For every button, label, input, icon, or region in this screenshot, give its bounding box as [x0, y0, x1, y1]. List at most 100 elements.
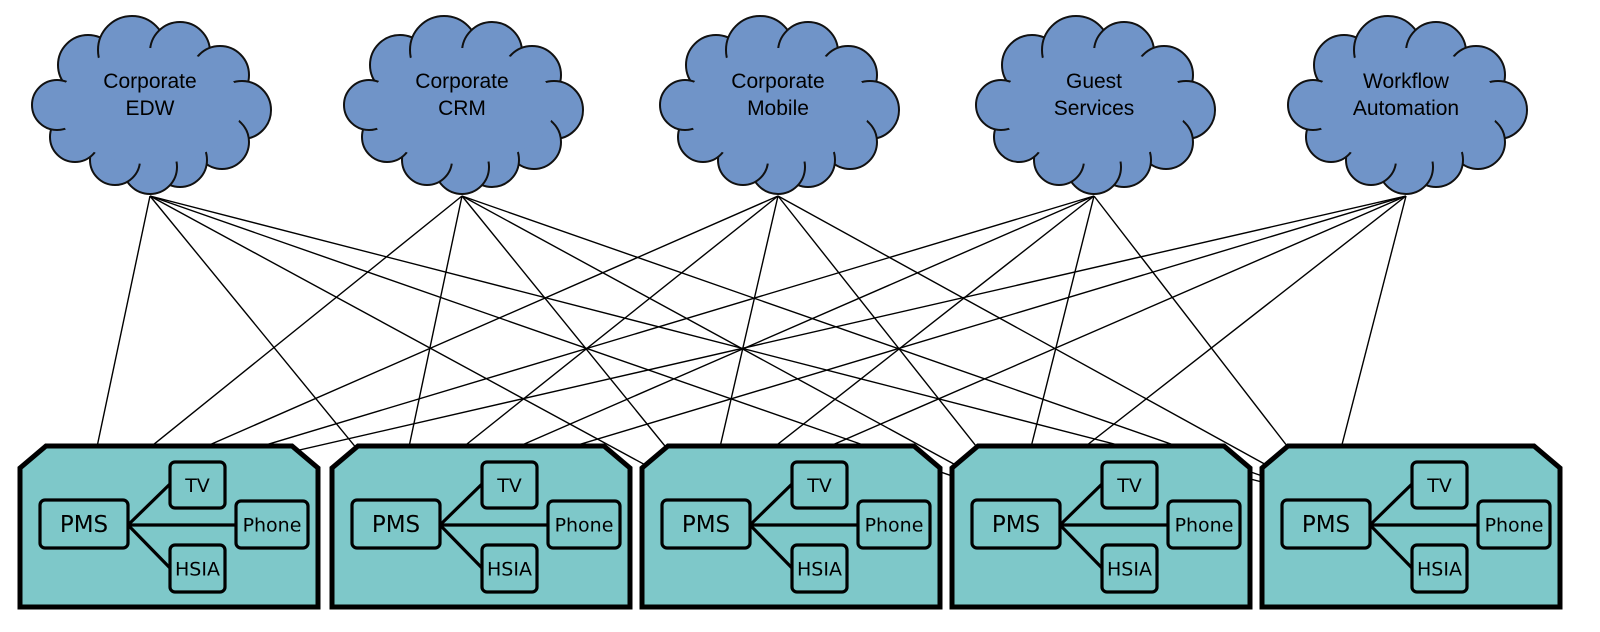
- cloud-label-line2: EDW: [126, 97, 175, 120]
- phone-node-box: [1166, 499, 1242, 550]
- hsia-node-box: [480, 543, 539, 594]
- pms-node-label: PMS: [60, 512, 108, 538]
- phone-node-label: Phone: [1175, 515, 1234, 537]
- cloud-label-line1: Corporate: [103, 70, 196, 93]
- tv-node: TV: [480, 460, 539, 510]
- hsia-node-label: HSIA: [1107, 559, 1152, 581]
- phone-node-label: Phone: [243, 515, 302, 537]
- pms-node-box: [1280, 498, 1372, 550]
- hsia-node-box: [1100, 543, 1159, 594]
- phone-node: Phone: [1476, 499, 1552, 550]
- cloud-body: [686, 48, 870, 164]
- cloud-label-line2: CRM: [438, 97, 486, 120]
- pms-node: PMS: [970, 498, 1062, 550]
- pms-node-label: PMS: [372, 512, 420, 538]
- cloud-label-line2: Mobile: [747, 97, 809, 120]
- pms-node: PMS: [350, 498, 442, 550]
- hsia-node: HSIA: [168, 543, 227, 594]
- tv-node-box: [480, 460, 539, 510]
- tv-node: TV: [790, 460, 849, 510]
- tv-node: TV: [1100, 460, 1159, 510]
- pms-hsia-link: [126, 523, 172, 570]
- pms-node-box: [970, 498, 1062, 550]
- pms-tv-link: [1368, 482, 1414, 527]
- connection-line: [85, 195, 1407, 500]
- hsia-node-label: HSIA: [175, 559, 220, 581]
- hsia-node-label: HSIA: [1417, 559, 1462, 581]
- pms-hsia-link: [748, 523, 794, 570]
- pms-node: PMS: [660, 498, 752, 550]
- pms-hsia-link: [1058, 523, 1104, 570]
- pms-node-label: PMS: [1302, 512, 1350, 538]
- phone-node-label: Phone: [1485, 515, 1544, 537]
- connection-line: [149, 195, 709, 500]
- tv-node-label: TV: [1116, 475, 1142, 497]
- tv-node-box: [790, 460, 849, 510]
- phone-node-box: [234, 499, 310, 550]
- phone-node: Phone: [856, 499, 932, 550]
- tv-node: TV: [168, 460, 227, 510]
- pms-hsia-link: [1368, 523, 1414, 570]
- phone-node-label: Phone: [865, 515, 924, 537]
- pms-hsia-link: [438, 523, 484, 570]
- phone-node: Phone: [546, 499, 622, 550]
- cloud-label-line1: Corporate: [415, 70, 508, 93]
- pms-node-label: PMS: [682, 512, 730, 538]
- hsia-node-label: HSIA: [487, 559, 532, 581]
- pms-tv-link: [126, 482, 172, 527]
- tv-node-label: TV: [1426, 475, 1452, 497]
- cloud-body: [1002, 48, 1186, 164]
- hsia-node: HSIA: [1100, 543, 1159, 594]
- cloud-label-line2: Services: [1054, 97, 1135, 120]
- pms-tv-link: [438, 482, 484, 527]
- cloud-label-line1: Corporate: [731, 70, 824, 93]
- pms-tv-link: [1058, 482, 1104, 527]
- phone-node: Phone: [234, 499, 310, 550]
- hsia-node-box: [1410, 543, 1469, 594]
- cloud-label-line2: Automation: [1353, 97, 1459, 120]
- hsia-node-label: HSIA: [797, 559, 842, 581]
- hsia-node-box: [168, 543, 227, 594]
- tv-node-label: TV: [806, 475, 832, 497]
- cloud-body: [1314, 48, 1498, 164]
- tv-node: TV: [1410, 460, 1469, 510]
- pms-node: PMS: [38, 498, 130, 550]
- tv-node-label: TV: [184, 475, 210, 497]
- pms-node: PMS: [1280, 498, 1372, 550]
- hsia-node: HSIA: [480, 543, 539, 594]
- hsia-node-box: [790, 543, 849, 594]
- phone-node-box: [546, 499, 622, 550]
- cloud-label-line1: Guest: [1066, 70, 1122, 93]
- connection-line: [777, 195, 1329, 500]
- pms-node-box: [660, 498, 752, 550]
- pms-node-box: [38, 498, 130, 550]
- connection-line: [461, 195, 1019, 500]
- tv-node-box: [168, 460, 227, 510]
- hsia-node: HSIA: [790, 543, 849, 594]
- cloud-body: [58, 48, 242, 164]
- cloud-label-line1: Workflow: [1363, 70, 1450, 93]
- pms-node-box: [350, 498, 442, 550]
- phone-node: Phone: [1166, 499, 1242, 550]
- pms-node-label: PMS: [992, 512, 1040, 538]
- phone-node-box: [856, 499, 932, 550]
- phone-node-box: [1476, 499, 1552, 550]
- tv-node-box: [1410, 460, 1469, 510]
- tv-node-box: [1100, 460, 1159, 510]
- hsia-node: HSIA: [1410, 543, 1469, 594]
- tv-node-label: TV: [496, 475, 522, 497]
- pms-tv-link: [748, 482, 794, 527]
- cloud-body: [370, 48, 554, 164]
